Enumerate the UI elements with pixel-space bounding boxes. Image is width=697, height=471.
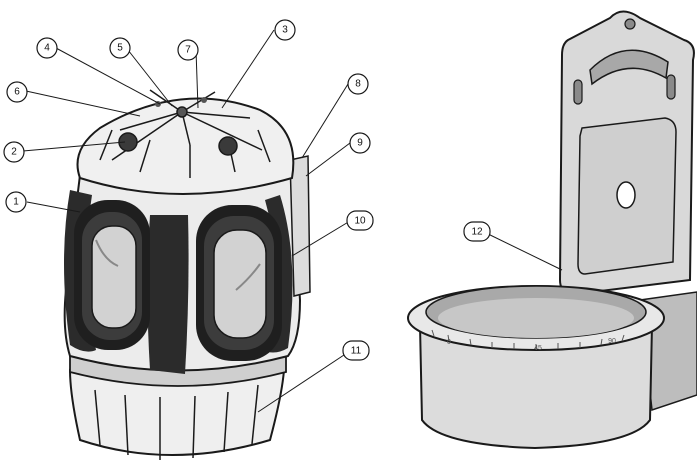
base-ribs <box>94 384 259 460</box>
callout-9-label: 9 <box>357 138 363 149</box>
top-center-led <box>176 106 188 118</box>
scale-label-45: 45 <box>534 345 542 352</box>
callout-8: 8 <box>347 73 369 95</box>
bracket-slot-left <box>573 79 583 105</box>
callout-12-label: 12 <box>471 227 483 238</box>
callout-12: 12 <box>463 221 491 242</box>
callout-2: 2 <box>3 141 25 163</box>
body-panel-center <box>147 215 189 374</box>
callout-1-label: 1 <box>13 197 19 208</box>
top-button-left <box>118 132 138 152</box>
callout-9: 9 <box>349 132 371 154</box>
laser-level-device <box>63 89 311 460</box>
wall-bracket: 0 45 90 <box>407 10 697 450</box>
scale-label-90: 90 <box>608 338 616 345</box>
callout-11: 11 <box>342 340 370 361</box>
callout-10: 10 <box>346 210 374 231</box>
cup-holder-body <box>418 324 654 450</box>
bracket-hang-slot <box>589 49 669 86</box>
angle-scale <box>431 329 625 350</box>
callout-7-label: 7 <box>185 45 191 56</box>
laser-window-right <box>196 205 282 361</box>
callout-8-label: 8 <box>355 79 361 90</box>
callout-4: 4 <box>36 37 58 59</box>
callout-6-label: 6 <box>14 87 20 98</box>
callout-3-label: 3 <box>282 25 288 36</box>
callout-4-label: 4 <box>44 43 50 54</box>
top-button-right <box>218 136 238 156</box>
bracket-slot-right <box>666 74 676 100</box>
leader-lines <box>22 29 563 413</box>
callout-1: 1 <box>5 191 27 213</box>
callout-3: 3 <box>274 19 296 41</box>
callout-5-label: 5 <box>117 43 123 54</box>
callout-11-label: 11 <box>351 346 362 357</box>
callout-10-label: 10 <box>354 216 366 227</box>
callout-6: 6 <box>6 81 28 103</box>
laser-window-left <box>74 200 150 350</box>
top-led-small-2 <box>201 97 207 103</box>
callout-5: 5 <box>109 37 131 59</box>
callout-7: 7 <box>177 39 199 61</box>
callout-2-label: 2 <box>11 147 17 158</box>
bracket-center-hole <box>616 181 636 209</box>
top-cap <box>76 97 295 195</box>
scale-label-0: 0 <box>447 339 451 346</box>
top-cap-segments <box>99 89 271 178</box>
cup-holder-inner <box>438 298 634 338</box>
bracket-top-hole <box>624 18 636 30</box>
